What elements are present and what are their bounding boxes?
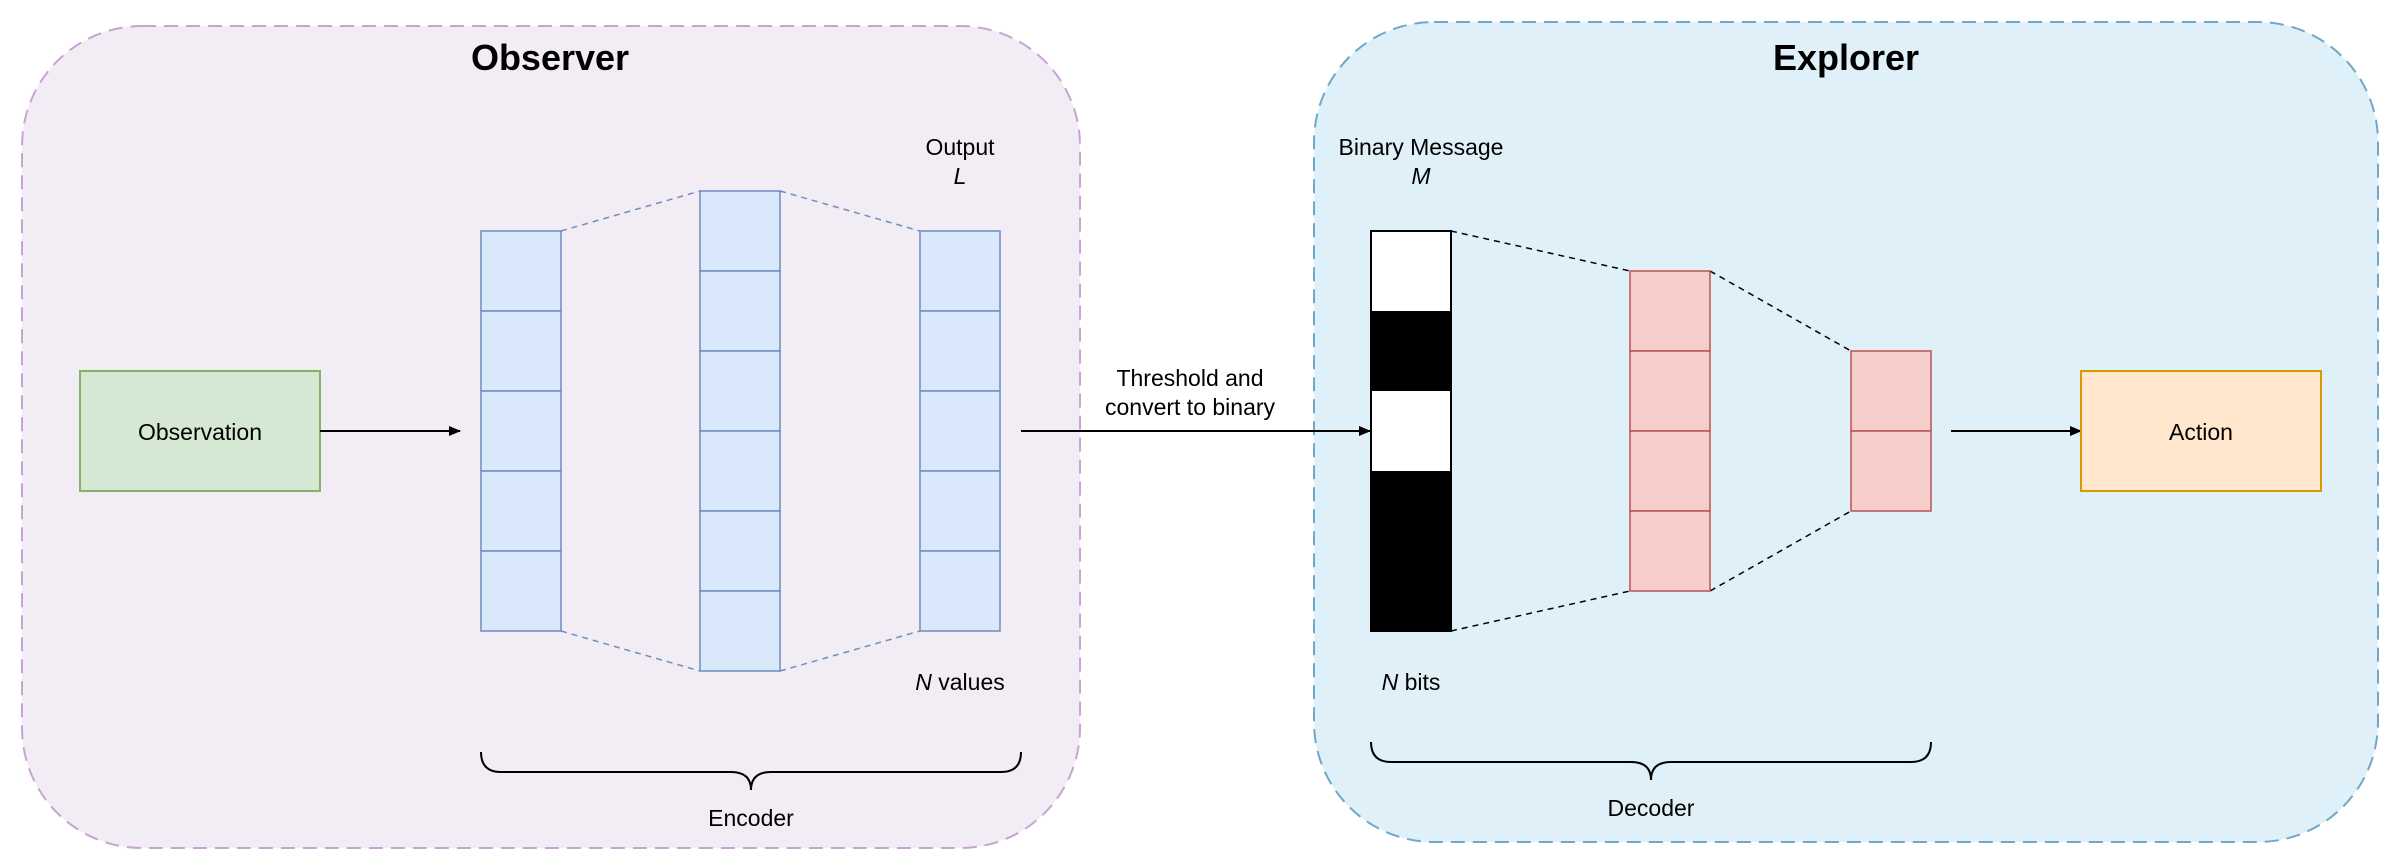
output-label: Output — [925, 134, 995, 160]
encoder-output-layer — [919, 230, 1001, 632]
decoder-layer-2 — [1850, 350, 1932, 512]
bit-one — [1371, 551, 1451, 631]
observer-title: Observer — [471, 37, 629, 78]
encoder-label: Encoder — [708, 805, 794, 831]
binary-message-label: Binary Message — [1339, 134, 1504, 160]
threshold-label-1: Threshold and — [1116, 365, 1263, 391]
explorer-title: Explorer — [1773, 37, 1919, 78]
bit-zero — [1371, 391, 1451, 471]
observation-node: Observation — [79, 370, 321, 492]
bit-one — [1371, 471, 1451, 551]
threshold-label-2: convert to binary — [1105, 394, 1276, 420]
action-node: Action — [2080, 370, 2322, 492]
decoder-brace — [1370, 741, 1932, 781]
explorer-panel: Explorer — [1313, 21, 2379, 843]
bit-zero — [1371, 231, 1451, 311]
decoder-layer-1 — [1629, 270, 1711, 592]
n-values-label: N values — [915, 669, 1005, 695]
binary-message-column — [1370, 230, 1452, 632]
binary-column-outline — [1370, 230, 1452, 632]
n-bits-label: N bits — [1382, 669, 1441, 695]
decoder-connectors — [1450, 230, 1852, 632]
encoder-connectors — [560, 190, 921, 672]
encoder-layer-2 — [699, 190, 781, 672]
binary-message-variable: M — [1411, 163, 1431, 189]
action-label: Action — [2169, 419, 2233, 445]
output-variable: L — [954, 163, 967, 189]
decoder-label: Decoder — [1608, 795, 1695, 821]
encoder-layer-1 — [480, 230, 562, 632]
encoder-brace — [480, 751, 1022, 791]
bit-one — [1371, 311, 1451, 391]
observation-label: Observation — [138, 419, 262, 445]
